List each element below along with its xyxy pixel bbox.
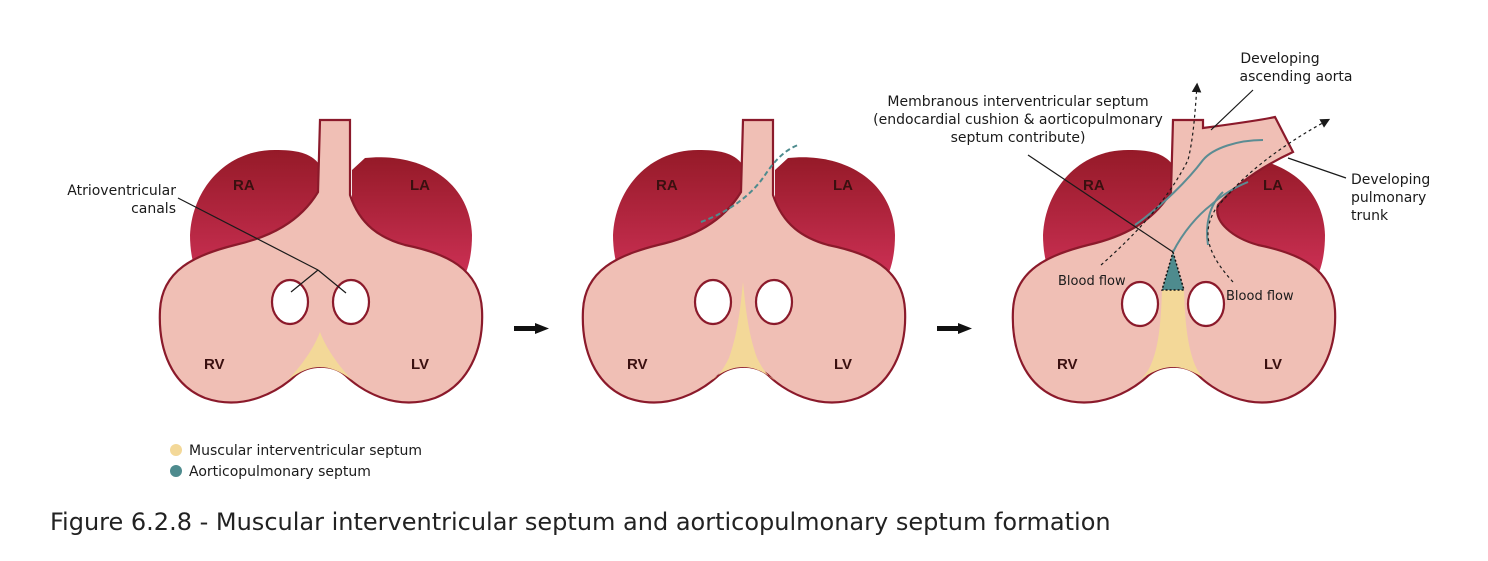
muscular-septum (288, 332, 352, 380)
muscular-septum (1139, 290, 1207, 380)
blood-flow-label-right: Blood flow (1226, 289, 1294, 304)
aorta-label-line2: ascending aorta (1239, 69, 1352, 85)
label-ra-3: RA (1083, 177, 1105, 194)
label-lv-3: LV (1264, 356, 1282, 373)
label-rv-1: RV (204, 356, 225, 373)
muscular-septum (711, 282, 775, 380)
legend-swatch-aorticopulmonary (170, 465, 182, 477)
label-rv-3: RV (1057, 356, 1078, 373)
heart-panel-2: RA LA RV LV (581, 118, 907, 404)
legend: Muscular interventricular septum Aortico… (170, 443, 422, 480)
heart-panel-1: RA LA RV LV Atrioventricular canals (67, 118, 484, 404)
aorta-label-line1: Developing (1240, 51, 1319, 67)
legend-label-aorticopulmonary: Aorticopulmonary septum (189, 464, 371, 480)
membranous-label-line3: septum contribute) (951, 130, 1086, 146)
label-la-3: LA (1263, 177, 1283, 194)
membranous-label-line1: Membranous interventricular septum (887, 94, 1148, 110)
label-rv-2: RV (627, 356, 648, 373)
legend-label-muscular: Muscular interventricular septum (189, 443, 422, 459)
av-canal-right (1120, 280, 1160, 328)
aorticopulmonary-septum-wedge (1161, 249, 1185, 291)
legend-swatch-muscular (170, 444, 182, 456)
av-canal-right (270, 278, 310, 326)
septum-dashed-line (700, 144, 799, 223)
av-canal-right (693, 278, 733, 326)
av-canal-left (331, 278, 371, 326)
label-ra-2: RA (656, 177, 678, 194)
pulmonary-label-line2: pulmonary (1351, 190, 1426, 206)
av-canal-left (1186, 280, 1226, 328)
blood-flow-arrow-aorta (1100, 82, 1202, 266)
label-lv-1: LV (411, 356, 429, 373)
pulmonary-wall (1172, 181, 1249, 253)
av-canals-label-line2: canals (131, 201, 176, 217)
figure-caption: Figure 6.2.8 - Muscular interventricular… (50, 508, 1111, 536)
pulmonary-wall-2 (1206, 191, 1224, 246)
label-la-1: LA (410, 177, 430, 194)
pulmonary-label-line3: trunk (1351, 208, 1389, 224)
blood-flow-arrow-pulmonary (1207, 118, 1331, 283)
progression-arrow-1 (514, 323, 549, 334)
heart-panel-3: RA LA RV LV Blood flow Blood flow (1011, 82, 1347, 404)
blood-flow-label-left: Blood flow (1058, 274, 1126, 289)
label-ra-1: RA (233, 177, 255, 194)
label-la-2: LA (833, 177, 853, 194)
aorta-wall (1134, 139, 1264, 226)
av-canals-label-line1: Atrioventricular (67, 183, 176, 199)
pulmonary-label-line1: Developing (1351, 172, 1430, 188)
av-canal-left (754, 278, 794, 326)
progression-arrow-2 (937, 323, 972, 334)
membranous-label-line2: (endocardial cushion & aorticopulmonary (873, 112, 1163, 128)
label-lv-2: LV (834, 356, 852, 373)
